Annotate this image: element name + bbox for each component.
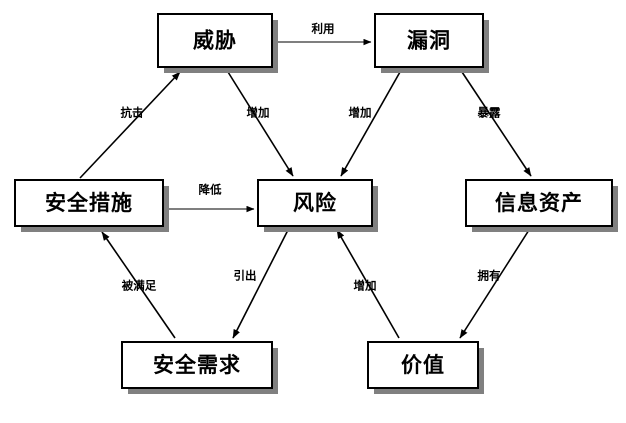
- node-label-value: 价值: [401, 353, 445, 377]
- node-risk[interactable]: 风险: [257, 179, 378, 232]
- node-requirement[interactable]: 安全需求: [121, 341, 278, 394]
- edge-label-vulnerability-exposes-asset: 暴露: [477, 106, 501, 120]
- node-rect-value: [367, 341, 479, 389]
- node-rect-requirement: [121, 341, 273, 389]
- edge-safeguard-counters-threat: [79, 71, 181, 179]
- node-label-asset: 信息资产: [495, 191, 583, 215]
- node-safeguard[interactable]: 安全措施: [14, 179, 169, 232]
- edge-label-value-increases-risk: 增加: [354, 279, 377, 293]
- edge-label-safeguard-counters-threat: 抗击: [121, 106, 144, 120]
- node-vulnerability[interactable]: 漏洞: [374, 13, 489, 73]
- edge-risk-derives-requirement: [232, 229, 289, 339]
- node-label-requirement: 安全需求: [153, 353, 241, 377]
- node-rect-vulnerability: [374, 13, 484, 68]
- edge-label-threat-exploits-vulnerability: 利用: [311, 22, 335, 36]
- node-rect-safeguard: [14, 179, 164, 227]
- node-label-risk: 风险: [293, 191, 337, 215]
- node-asset[interactable]: 信息资产: [465, 179, 618, 232]
- node-threat[interactable]: 威胁: [157, 13, 278, 73]
- edge-label-vulnerability-increases-risk: 增加: [349, 106, 372, 120]
- edge-value-increases-risk: [336, 229, 400, 339]
- edge-vulnerability-exposes-asset: [461, 71, 532, 177]
- edge-labels-layer: 利用抗击增加增加暴露降低被满足引出增加拥有: [121, 22, 501, 293]
- edge-requirement-satisfied-by-safeguard: [101, 231, 176, 339]
- edge-asset-has-value: [459, 229, 530, 339]
- edge-label-requirement-satisfied-by-safeguard: 被满足: [122, 279, 157, 293]
- node-label-vulnerability: 漏洞: [407, 29, 451, 53]
- node-label-safeguard: 安全措施: [45, 191, 133, 215]
- edge-label-threat-increases-risk: 增加: [247, 106, 270, 120]
- node-label-threat: 威胁: [193, 29, 237, 53]
- node-rect-threat: [157, 13, 273, 68]
- edge-label-safeguard-reduces-risk: 降低: [199, 183, 222, 197]
- edge-threat-increases-risk: [227, 71, 294, 177]
- edge-vulnerability-increases-risk: [340, 71, 401, 177]
- node-rect-risk: [257, 179, 373, 227]
- node-value[interactable]: 价值: [367, 341, 484, 394]
- edge-label-risk-derives-requirement: 引出: [234, 269, 257, 283]
- node-rect-asset: [465, 179, 613, 227]
- edges-layer: [79, 38, 532, 339]
- edge-label-asset-has-value: 拥有: [478, 269, 501, 283]
